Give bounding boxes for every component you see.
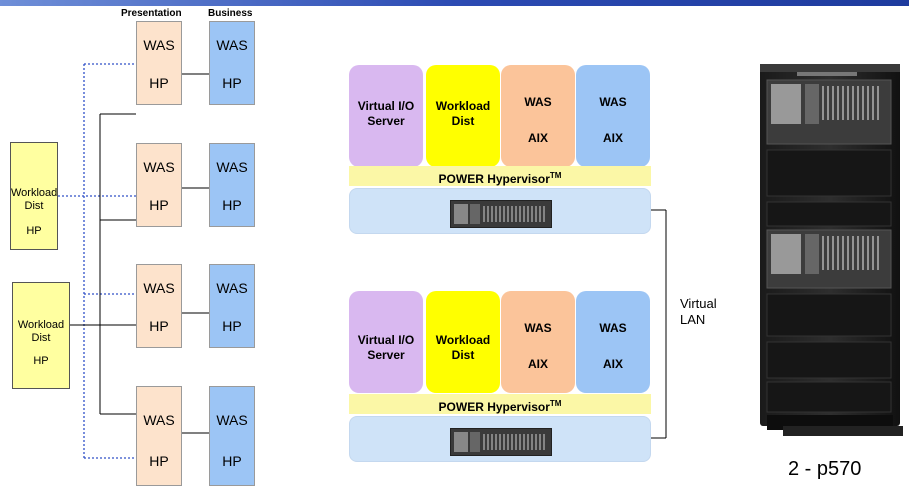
workload-label: Dist <box>31 332 51 344</box>
node-label: WAS <box>216 159 248 175</box>
presentation-node-1: WAS HP <box>136 21 182 105</box>
virtual-lan-line-1: Virtual <box>680 296 717 311</box>
lpar-label: Workload <box>435 99 491 113</box>
business-node-4: WAS HP <box>209 386 255 486</box>
hypervisor-bar-1: POWER HypervisorTM <box>349 166 651 186</box>
node-label: HP <box>222 197 242 213</box>
lpar-label: Workload <box>435 333 491 347</box>
business-header: Business <box>208 8 253 19</box>
title-bar <box>0 0 909 6</box>
node-label: HP <box>149 453 169 469</box>
node-label: WAS <box>143 280 175 296</box>
lpar-label: Server <box>367 114 405 128</box>
lpar-was-aix-1a: WAS AIX <box>501 65 575 167</box>
lpar-label: WAS <box>599 95 627 109</box>
business-node-3: WAS HP <box>209 264 255 348</box>
node-label: WAS <box>143 37 175 53</box>
lpar-label: WAS <box>524 321 552 335</box>
hypervisor-label: POWER Hypervisor <box>438 172 550 186</box>
lpar-label: Virtual I/O <box>357 333 415 347</box>
workload-label: Workload <box>17 319 65 331</box>
node-label: HP <box>222 75 242 91</box>
business-node-1: WAS HP <box>209 21 255 105</box>
lpar-label: Dist <box>451 114 475 128</box>
hardware-layer-1 <box>349 188 651 234</box>
node-label: WAS <box>143 412 175 428</box>
server-drawer-icon <box>450 428 552 456</box>
node-label: HP <box>222 318 242 334</box>
drawer-detail-icon <box>454 432 545 452</box>
node-label: HP <box>222 453 242 469</box>
virtual-lan-line-2: LAN <box>680 312 706 327</box>
workload-label: HP <box>33 355 49 367</box>
presentation-header: Presentation <box>121 8 182 19</box>
hypervisor-label: POWER Hypervisor <box>438 400 550 414</box>
node-label: WAS <box>216 37 248 53</box>
lpar-label: AIX <box>527 357 548 371</box>
workload-dist-box-1: Workload Dist HP <box>10 142 58 250</box>
node-label: WAS <box>216 412 248 428</box>
lpar-label: Virtual I/O <box>357 99 415 113</box>
workload-dist-box-2: Workload Dist HP <box>12 282 70 389</box>
server-rack-image <box>760 64 903 436</box>
lpar-label: AIX <box>602 131 623 145</box>
presentation-node-4: WAS HP <box>136 386 182 486</box>
hypervisor-bar-2: POWER HypervisorTM <box>349 394 651 414</box>
trademark-mark: TM <box>549 399 562 408</box>
lpar-label: WAS <box>524 95 552 109</box>
presentation-node-2: WAS HP <box>136 143 182 227</box>
business-node-2: WAS HP <box>209 143 255 227</box>
trademark-mark: TM <box>549 171 562 180</box>
node-label: HP <box>149 75 169 91</box>
lpar-was-aix-2b: WAS AIX <box>576 291 650 393</box>
workload-label: Dist <box>24 200 44 212</box>
lpar-label: Dist <box>451 348 475 362</box>
drawer-detail-icon <box>454 204 545 224</box>
dotted-links <box>58 63 136 459</box>
lpar-label: Server <box>367 348 405 362</box>
lpar-label: AIX <box>527 131 548 145</box>
node-label: WAS <box>216 280 248 296</box>
lpar-label: AIX <box>602 357 623 371</box>
node-label: HP <box>149 318 169 334</box>
workload-label: HP <box>26 225 42 237</box>
node-label: WAS <box>143 159 175 175</box>
node-label: HP <box>149 197 169 213</box>
hardware-layer-2 <box>349 416 651 462</box>
lpar-was-aix-2a: WAS AIX <box>501 291 575 393</box>
presentation-node-3: WAS HP <box>136 264 182 348</box>
virtual-lan-label: Virtual LAN <box>680 296 717 328</box>
server-drawer-icon <box>450 200 552 228</box>
rack-caption: 2 - p570 <box>788 458 862 480</box>
lpar-was-aix-1b: WAS AIX <box>576 65 650 167</box>
lpar-label: WAS <box>599 321 627 335</box>
workload-label: Workload <box>11 187 58 199</box>
